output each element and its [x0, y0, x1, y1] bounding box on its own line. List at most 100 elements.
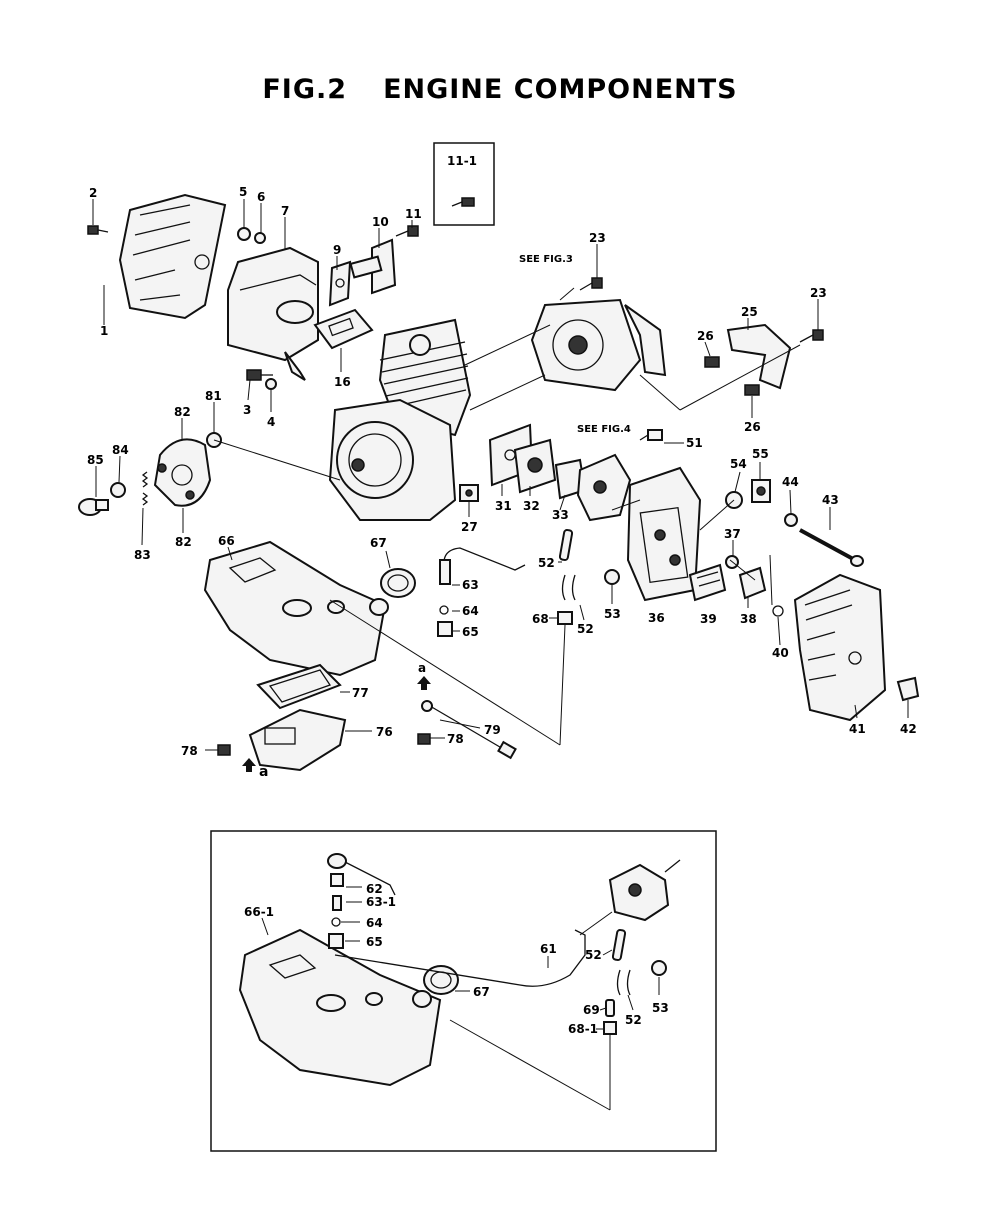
- label-26a: 26: [697, 329, 714, 343]
- part-cable-79: [421, 700, 517, 760]
- inset-box-alternate-fuel-system: [210, 830, 717, 1152]
- label-79: 79: [484, 723, 501, 737]
- part-bracket-25: [726, 323, 792, 390]
- label-78b: 78: [447, 732, 464, 746]
- inset-label-65: 65: [366, 935, 383, 949]
- label-41: 41: [849, 722, 866, 736]
- label-76: 76: [376, 725, 393, 739]
- label-3: 3: [243, 403, 251, 417]
- inset-part-64: [331, 917, 341, 927]
- label-4: 4: [267, 415, 275, 429]
- inset-line-61: [334, 929, 586, 987]
- part-line-63: [439, 547, 526, 585]
- label-85: 85: [87, 453, 104, 467]
- inset-fuel-tank-66-1: [238, 928, 442, 1087]
- label-52b: 52: [577, 622, 594, 636]
- label-23b: 23: [810, 286, 827, 300]
- part-arrestor-10: [349, 238, 397, 295]
- label-52a: 52: [538, 556, 555, 570]
- inset-label-68-1: 68-1: [568, 1022, 598, 1036]
- label-11: 11: [405, 207, 422, 221]
- inset-part-62: [327, 853, 396, 896]
- part-washer-84: [110, 482, 126, 498]
- label-78a: 78: [181, 744, 198, 758]
- label-27: 27: [461, 520, 478, 534]
- part-damper-26b: [744, 384, 760, 396]
- label-2: 2: [89, 186, 97, 200]
- inset-label-66-1: 66-1: [244, 905, 274, 919]
- inset-hose-52b: [616, 969, 631, 996]
- part-bolt-3: [246, 369, 273, 381]
- label-83: 83: [134, 548, 151, 562]
- inset-label-63-1: 63-1: [366, 895, 396, 909]
- part-38: [738, 566, 767, 600]
- part-55: [751, 479, 771, 503]
- inset-part-65: [328, 933, 344, 949]
- label-6: 6: [257, 190, 265, 204]
- part-44: [784, 513, 798, 527]
- part-insulator-32: [513, 438, 557, 494]
- part-clutch-82: [153, 438, 212, 507]
- part-51: [639, 429, 663, 441]
- arrow-a-upper-label: a: [418, 661, 426, 675]
- part-carburetor: [576, 453, 632, 522]
- label-55: 55: [752, 447, 769, 461]
- part-engine-cover: [118, 193, 227, 320]
- label-44: 44: [782, 475, 799, 489]
- part-bolt-11: [395, 225, 419, 237]
- part-knob-42: [896, 676, 920, 702]
- part-recoil-starter: [530, 298, 667, 392]
- inset-label-53: 53: [652, 1001, 669, 1015]
- part-cap-67: [380, 568, 416, 598]
- part-27: [459, 484, 479, 502]
- label-38: 38: [740, 612, 757, 626]
- label-40: 40: [772, 646, 789, 660]
- inset-label-67: 67: [473, 985, 490, 999]
- label-66: 66: [218, 534, 235, 548]
- part-68: [557, 611, 573, 625]
- leader-lines: [92, 199, 909, 751]
- inset-label-61: 61: [540, 942, 557, 956]
- label-16: 16: [334, 375, 351, 389]
- part-nut-53: [604, 569, 620, 585]
- part-40: [772, 605, 784, 617]
- part-65: [437, 621, 453, 637]
- figure-title: FIG.2 ENGINE COMPONENTS: [0, 74, 1000, 105]
- part-screw-2: [87, 225, 109, 235]
- part-air-cleaner-cover: [793, 573, 887, 722]
- figure-number: FIG.2: [262, 74, 348, 105]
- label-67: 67: [370, 536, 387, 550]
- label-68: 68: [532, 612, 549, 626]
- label-63: 63: [462, 578, 479, 592]
- inset-part-68-1: [603, 1021, 617, 1035]
- label-25: 25: [741, 305, 758, 319]
- inset-label-64: 64: [366, 916, 383, 930]
- inset-part-63-1: [330, 873, 344, 911]
- label-82b: 82: [175, 535, 192, 549]
- inset-label-69: 69: [583, 1003, 600, 1017]
- label-31: 31: [495, 499, 512, 513]
- label-51: 51: [686, 436, 703, 450]
- part-bolt-23a: [579, 277, 603, 291]
- part-bolt-78a: [217, 744, 231, 756]
- see-fig-3-label: SEE FIG.3: [519, 254, 573, 265]
- part-fuel-tank-66: [203, 540, 389, 677]
- part-gasket-16: [313, 308, 374, 350]
- part-damper-26a: [704, 356, 720, 368]
- label-77: 77: [352, 686, 369, 700]
- inset-nut-53: [651, 960, 667, 976]
- part-spring-83: [141, 471, 149, 506]
- label-5: 5: [239, 185, 247, 199]
- assembly-lines: [213, 287, 801, 746]
- part-filter-element-39: [688, 563, 727, 602]
- part-bolt-85: [78, 498, 109, 516]
- label-9: 9: [333, 243, 341, 257]
- label-10: 10: [372, 215, 389, 229]
- figure-name: ENGINE COMPONENTS: [383, 74, 738, 105]
- label-1: 1: [100, 324, 108, 338]
- inset-label-62: 62: [366, 882, 383, 896]
- part-bracket-76: [248, 708, 347, 772]
- label-37: 37: [724, 527, 741, 541]
- arrow-a-lower-label: a: [259, 764, 268, 780]
- label-36: 36: [648, 611, 665, 625]
